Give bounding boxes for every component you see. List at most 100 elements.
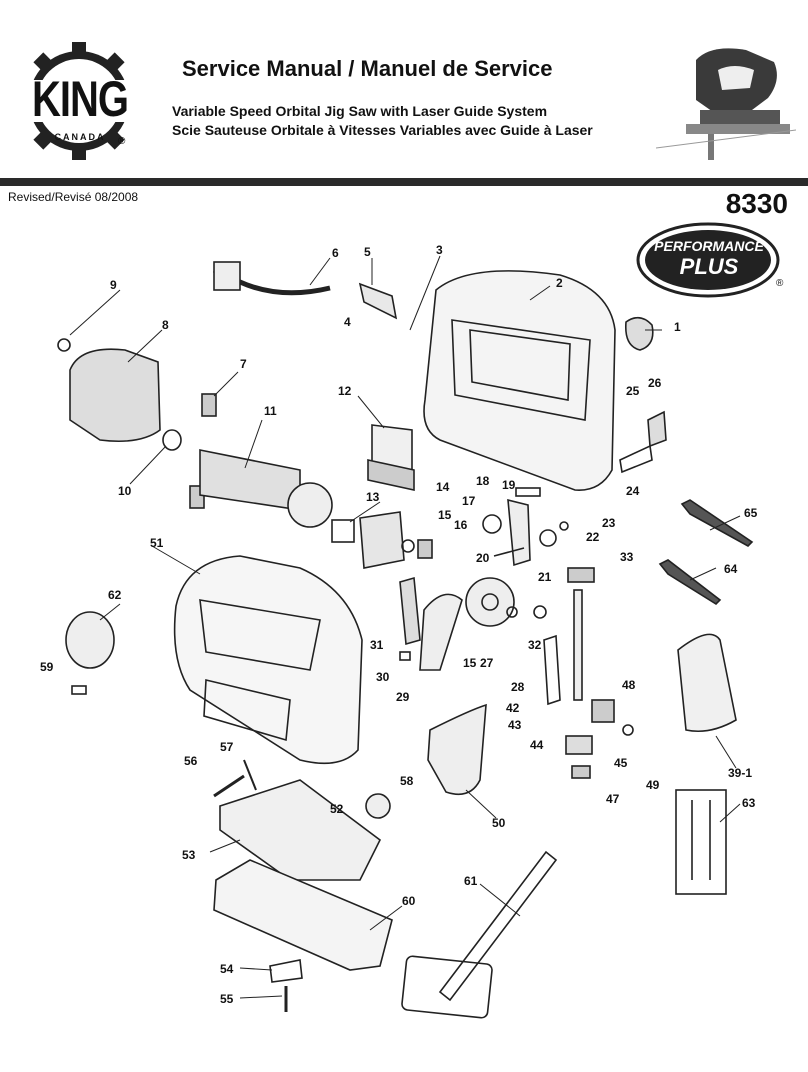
gear-27 [465, 577, 515, 627]
part-26 [647, 410, 667, 448]
part-label: 44 [530, 738, 544, 752]
part-label: 9 [110, 278, 117, 292]
part-label: 31 [370, 638, 384, 652]
housing-half [423, 270, 616, 491]
part-label: 11 [264, 404, 277, 418]
front-cover [427, 703, 487, 796]
part-label: 2 [556, 276, 563, 290]
switch [371, 424, 413, 471]
part-label: 28 [511, 680, 525, 694]
badge-line1: PERFORMANCE [654, 238, 764, 254]
part-29 [419, 593, 463, 671]
part-label: 43 [508, 718, 522, 732]
part-label: 54 [220, 962, 234, 976]
part-59 [71, 685, 87, 695]
strain-relief [358, 282, 398, 320]
part-label: 15 [463, 656, 477, 670]
part-48 [591, 699, 615, 723]
header-rule [0, 178, 808, 186]
armature [199, 449, 301, 511]
part-label: 13 [366, 490, 380, 504]
ruler-base [401, 955, 493, 1019]
part-18 [507, 498, 531, 567]
part-24 [619, 444, 653, 474]
part-label: 53 [182, 848, 196, 862]
part-label: 30 [376, 670, 390, 684]
part-label: 16 [454, 518, 468, 532]
cylinder-62 [65, 611, 115, 669]
part-label: 39-1 [728, 766, 753, 780]
carbon-brush [189, 485, 205, 509]
part-label: 12 [338, 384, 352, 398]
part-label: 20 [476, 551, 490, 565]
field-stator [69, 348, 161, 443]
part-label: 52 [330, 802, 344, 816]
subtitle-en: Variable Speed Orbital Jig Saw with Lase… [172, 103, 548, 119]
part-17 [482, 514, 502, 534]
blade-guard [677, 633, 737, 733]
part-label: 33 [620, 550, 634, 564]
page-title: Service Manual / Manuel de Service [182, 56, 553, 81]
part-label: 15 [438, 508, 452, 522]
part-label: 49 [646, 778, 660, 792]
blades-63 [675, 789, 727, 895]
part-label: 32 [528, 638, 542, 652]
knob-58 [365, 793, 391, 819]
part-label: 1 [674, 320, 681, 334]
part-label: 3 [436, 243, 443, 257]
base-plate [219, 779, 382, 881]
model-number: 8330 [725, 188, 788, 219]
logo-text: KING [32, 72, 129, 128]
hex-key-65 [680, 499, 754, 547]
part-label: 57 [220, 740, 234, 754]
part-22 [559, 521, 569, 531]
part-label: 61 [464, 874, 478, 888]
part-label: 48 [622, 678, 636, 692]
part-label: 62 [108, 588, 122, 602]
part-label: 10 [118, 484, 132, 498]
performance-plus-badge: PERFORMANCE PLUS ® [636, 222, 786, 300]
part-54 [269, 959, 303, 983]
part-label: 6 [332, 246, 339, 260]
part-16 [417, 539, 433, 559]
part-31 [399, 576, 421, 646]
part-20 [493, 547, 525, 557]
part-label: 65 [744, 506, 758, 520]
part-15 [401, 539, 415, 553]
armature-gear [287, 482, 333, 528]
power-cord [212, 267, 331, 296]
part-42 [543, 634, 561, 706]
logo-subtext: CANADA [54, 132, 106, 142]
revision-date: Revised/Revisé 08/2008 [8, 190, 139, 204]
part-label: 14 [436, 480, 450, 494]
screw-57 [243, 759, 257, 791]
product-photo [656, 40, 796, 170]
shoe-60 [213, 859, 393, 971]
part-1 [624, 316, 654, 351]
part-label: 7 [240, 357, 247, 371]
part-label: 59 [40, 660, 54, 674]
part-label: 27 [480, 656, 494, 670]
part-label: 29 [396, 690, 410, 704]
part-32 [533, 605, 547, 619]
part-47 [571, 765, 591, 779]
king-canada-logo: KING CANADA ® [20, 40, 138, 162]
part-label: 50 [492, 816, 506, 830]
part-label: 17 [462, 494, 476, 508]
part-label: 8 [162, 318, 169, 332]
part-45 [565, 735, 593, 755]
part-label: 5 [364, 245, 371, 259]
part-label: 24 [626, 484, 640, 498]
carbon-brush-7 [201, 393, 217, 417]
part-label: 18 [476, 474, 490, 488]
part-label: 58 [400, 774, 414, 788]
part-label: 26 [648, 376, 662, 390]
part-14 [359, 511, 405, 569]
part-30 [399, 651, 411, 661]
motor-housing [173, 555, 363, 765]
part-label: 22 [586, 530, 600, 544]
part-9 [57, 338, 71, 352]
part-label: 64 [724, 562, 738, 576]
part-label: 42 [506, 701, 520, 715]
part-label: 21 [538, 570, 552, 584]
